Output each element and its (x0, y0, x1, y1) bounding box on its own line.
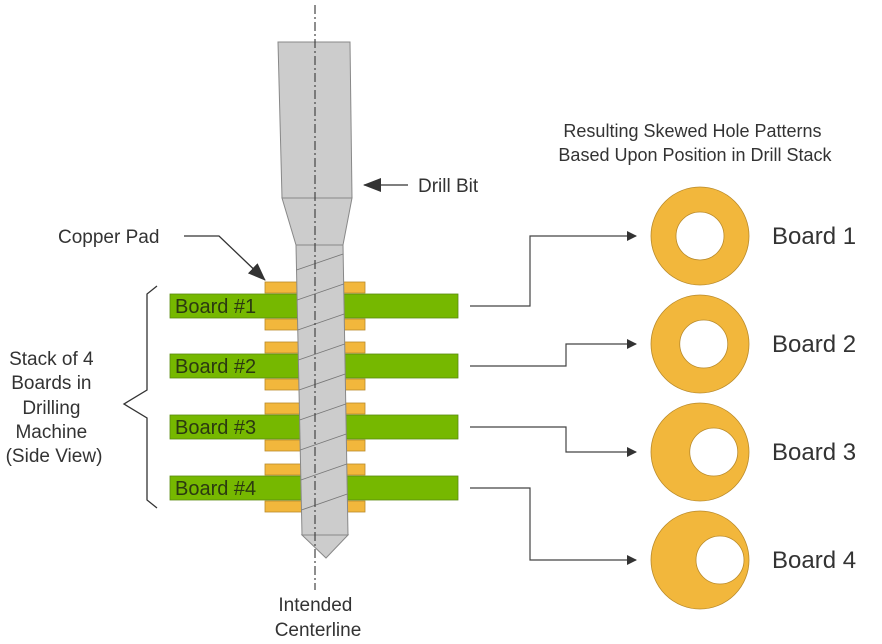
drill-flute-body (295, 244, 349, 536)
result-title: Resulting Skewed Hole Patterns Based Upo… (558, 121, 832, 165)
drill-flute-line (296, 283, 344, 301)
copper-pad-label: Copper Pad (58, 227, 159, 248)
connector-arrow (470, 231, 637, 307)
board-left (169, 475, 311, 501)
drill-bit-label: Drill Bit (418, 176, 479, 197)
drill-flute-line (300, 463, 347, 481)
result-board-label: Board 2 (772, 331, 856, 358)
drill-flutes (296, 253, 348, 511)
drilled-hole (689, 427, 739, 477)
result-pad: Board 4 (650, 510, 856, 610)
stack-label: Stack of 4 Boards in Drilling Machine (S… (6, 349, 103, 467)
result-board-label: Board 1 (772, 223, 856, 250)
board-right (329, 414, 459, 440)
stack-brace (122, 285, 158, 509)
board-label: Board #1 (175, 296, 256, 318)
connector-arrow (470, 487, 637, 565)
drill-flute-line (296, 253, 344, 271)
connector-arrow (470, 339, 637, 367)
drill-flute-line (298, 343, 345, 361)
centerline-label: Intended Centerline (275, 595, 362, 641)
drill-flute-line (297, 313, 345, 331)
board-label: Board #4 (175, 478, 256, 500)
connectors (470, 231, 637, 565)
result-pad: Board 1 (650, 186, 856, 286)
board-label: Board #3 (175, 417, 256, 439)
board-label: Board #2 (175, 356, 256, 378)
result-hole-patterns: Board 1 Board 2 Board 3 Board 4 (650, 186, 856, 610)
result-board-label: Board 4 (772, 547, 856, 574)
drilled-hole (695, 535, 745, 585)
copper-pad-arrow (184, 235, 266, 281)
board-left (169, 353, 311, 379)
result-board-label: Board 3 (772, 439, 856, 466)
board-right (329, 353, 459, 379)
board-right (329, 475, 459, 501)
board-right (329, 293, 459, 319)
board-left (169, 414, 311, 440)
result-pad: Board 2 (650, 294, 856, 394)
board-labels: Board #1 Board #2 Board #3 Board #4 (175, 296, 256, 500)
drill-tip (300, 534, 350, 559)
drilled-hole (679, 319, 729, 369)
boards (169, 293, 459, 501)
drill-flute-line (299, 403, 346, 421)
drill-flute-line (298, 373, 346, 391)
drill-flute-line (300, 433, 347, 451)
connector-arrow (470, 426, 637, 457)
drill-taper (281, 197, 353, 246)
board-left (169, 293, 311, 319)
result-pad: Board 3 (650, 402, 856, 502)
drilled-hole (675, 211, 725, 261)
drill-flute-line (301, 493, 348, 511)
